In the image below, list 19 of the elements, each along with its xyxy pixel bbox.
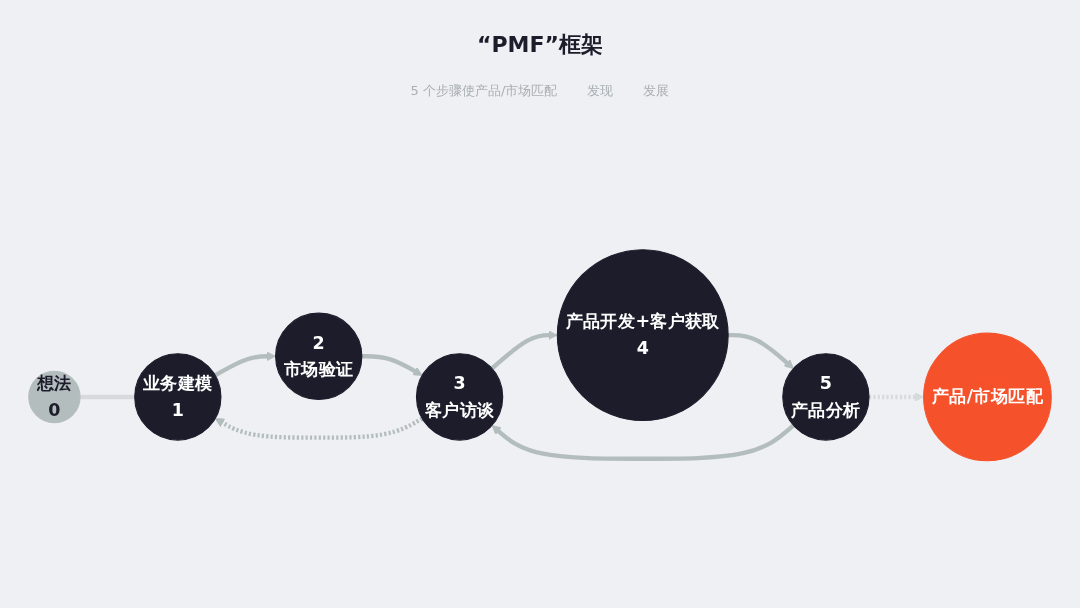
node-circle — [275, 312, 363, 400]
node-circle — [782, 353, 870, 441]
node-circle — [556, 248, 729, 421]
arrow — [214, 351, 276, 378]
arrow — [361, 353, 423, 376]
connector — [80, 394, 135, 399]
loop-label: 发现 — [587, 82, 614, 100]
node-circle — [923, 332, 1052, 462]
subtitle-text: 5 个步骤使产品/市场匹配 — [410, 82, 558, 100]
diagram-title: “PMF”框架 — [476, 31, 604, 59]
flowchart: 想法 0 业务建模 1 2 市场验证 3 客户访谈 产品开发+客户获取 4 5 产品分析 产品/市场匹配 — [20, 240, 1060, 470]
arrow — [490, 330, 558, 370]
arrow — [728, 332, 794, 369]
node-circle — [415, 353, 504, 441]
node-circle — [28, 370, 81, 423]
loop-label: 发展 — [643, 82, 670, 100]
arrow — [491, 423, 795, 461]
arrow — [214, 416, 424, 440]
node-circle — [134, 353, 222, 441]
